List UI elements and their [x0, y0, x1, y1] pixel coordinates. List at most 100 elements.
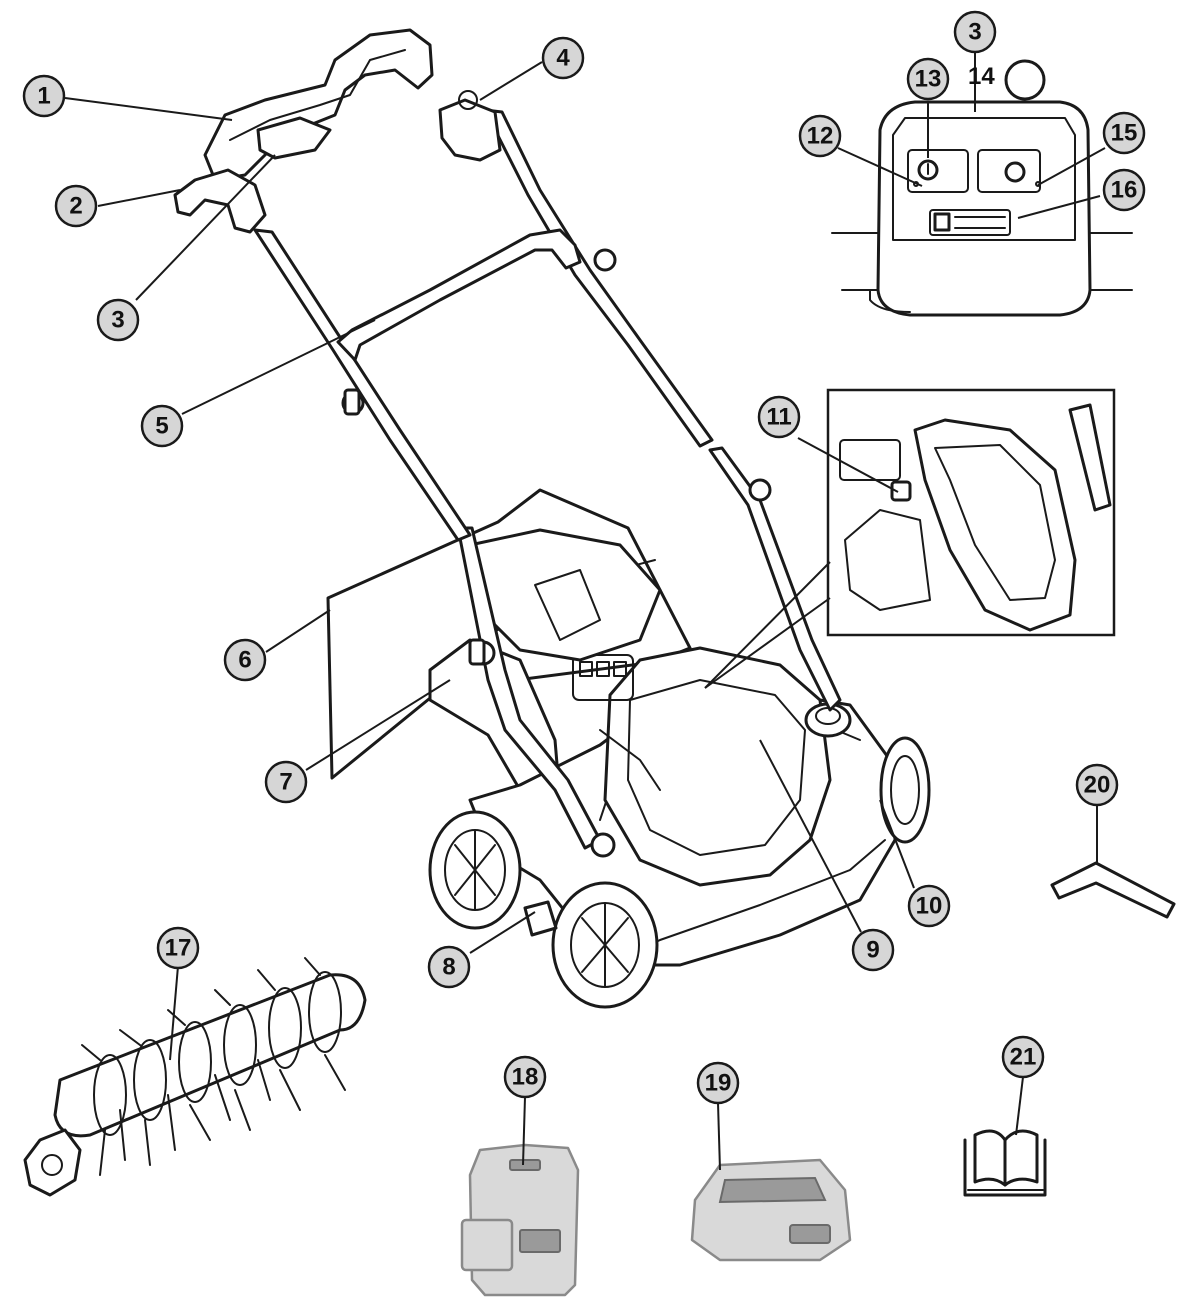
rear-body-panel [534, 569, 601, 641]
callout-2: 2 [54, 184, 98, 228]
eco-button-icon [1004, 161, 1026, 183]
battery-latch [460, 1218, 514, 1272]
handle-knob-mid-right [593, 248, 617, 272]
wheel-rear-left [428, 810, 522, 930]
empty-marker-circle [1004, 59, 1046, 101]
callout-7-label: 7 [279, 769, 292, 796]
callout-10: 10 [907, 884, 951, 928]
callout-7: 7 [264, 760, 308, 804]
callout-15-label: 15 [1111, 120, 1138, 147]
callout-3-panel: 3 [953, 10, 997, 54]
handle-crossbar [336, 228, 582, 362]
safety-bar [173, 168, 267, 234]
callout-15: 15 [1102, 111, 1146, 155]
switch-lever [256, 116, 332, 160]
label-14: 14 [968, 63, 995, 90]
motor-cover-vent [599, 729, 661, 791]
callout-9: 9 [851, 928, 895, 972]
wheel-front-left [551, 881, 659, 1009]
battery-indicator [929, 209, 1011, 236]
roller-tines [81, 957, 346, 1176]
callout-20-label: 20 [1084, 772, 1111, 799]
callout-9-label: 9 [866, 937, 879, 964]
inset-handle-right [1068, 403, 1112, 512]
scarifier-machine [173, 28, 931, 1009]
callout-16-label: 16 [1111, 177, 1138, 204]
inset-detail [826, 388, 1116, 637]
callout-8: 8 [427, 945, 471, 989]
inset-pointer-lower [704, 597, 831, 689]
motor-cover-inner [627, 679, 806, 856]
callout-18-label: 18 [512, 1064, 539, 1091]
callout-6: 6 [223, 638, 267, 682]
upper-handle-right [483, 108, 714, 448]
handle-knob-mid-left [341, 388, 365, 416]
control-button-a [579, 661, 593, 677]
callout-11-label: 11 [766, 404, 791, 431]
roller-end-cap [23, 1128, 82, 1197]
callout-10-label: 10 [916, 893, 943, 920]
lower-handle-right [708, 446, 842, 712]
cable-clip [438, 98, 502, 162]
scarifier-roller [23, 957, 367, 1197]
callout-11: 11 [757, 395, 801, 439]
callout-12-label: 12 [807, 123, 834, 150]
callout-5-label: 5 [155, 413, 168, 440]
callout-13: 13 [906, 57, 950, 101]
callout-18: 18 [503, 1055, 547, 1099]
axle [523, 900, 558, 937]
callout-17: 17 [156, 926, 200, 970]
callout-4: 4 [541, 36, 585, 80]
callout-19: 19 [696, 1061, 740, 1105]
callout-3-panel-label: 3 [968, 19, 981, 46]
battery-pack [460, 1143, 580, 1297]
handle-knob-front [590, 832, 616, 858]
control-button-c [613, 661, 627, 677]
battery-charger [690, 1158, 852, 1262]
callout-1: 1 [22, 74, 66, 118]
callout-21-label: 21 [1010, 1044, 1037, 1071]
callout-2-label: 2 [69, 193, 82, 220]
callout-16: 16 [1102, 168, 1146, 212]
inset-housing-left [844, 509, 931, 611]
wheel-rear-right [879, 736, 931, 844]
battery-terminal [509, 1159, 541, 1171]
manual-book-icon [963, 1129, 1047, 1197]
control-panel-housing [876, 100, 1092, 317]
handle-knob-lower-right [748, 478, 772, 502]
callout-3-handle: 3 [96, 298, 140, 342]
callout-19-label: 19 [705, 1070, 732, 1097]
callout-1-label: 1 [37, 83, 50, 110]
inset-pointer-upper [704, 561, 831, 689]
eco-key-recess [977, 149, 1041, 193]
grip-handle-inner [229, 49, 406, 141]
callout-21: 21 [1001, 1035, 1045, 1079]
hex-key [1050, 861, 1176, 919]
leader-lines [64, 49, 1106, 1171]
charger-vent [789, 1224, 831, 1244]
inset-switch-key [890, 480, 912, 502]
callout-17-label: 17 [165, 935, 192, 962]
control-panel-bezel [892, 117, 1076, 241]
inset-motor-cover-inner [934, 444, 1056, 601]
callout-8-label: 8 [442, 954, 455, 981]
upper-handle-left [253, 228, 472, 542]
battery-label [519, 1229, 561, 1253]
handle-knob-lower-left [468, 638, 496, 666]
callout-3-handle-label: 3 [111, 307, 124, 334]
callout-13-label: 13 [915, 66, 942, 93]
motor-cover [603, 646, 832, 887]
control-buttons [572, 654, 634, 701]
charger-slot [718, 1176, 827, 1204]
callout-5: 5 [140, 404, 184, 448]
battery-indicator-key [933, 212, 951, 232]
control-panel-detail [831, 59, 1133, 317]
power-key-recess [907, 149, 969, 193]
control-button-b [596, 661, 610, 677]
callout-6-label: 6 [238, 647, 251, 674]
inset-motor-cover [913, 418, 1077, 632]
roller-discs [93, 971, 342, 1136]
control-panel-base [869, 289, 911, 313]
callout-20: 20 [1075, 763, 1119, 807]
